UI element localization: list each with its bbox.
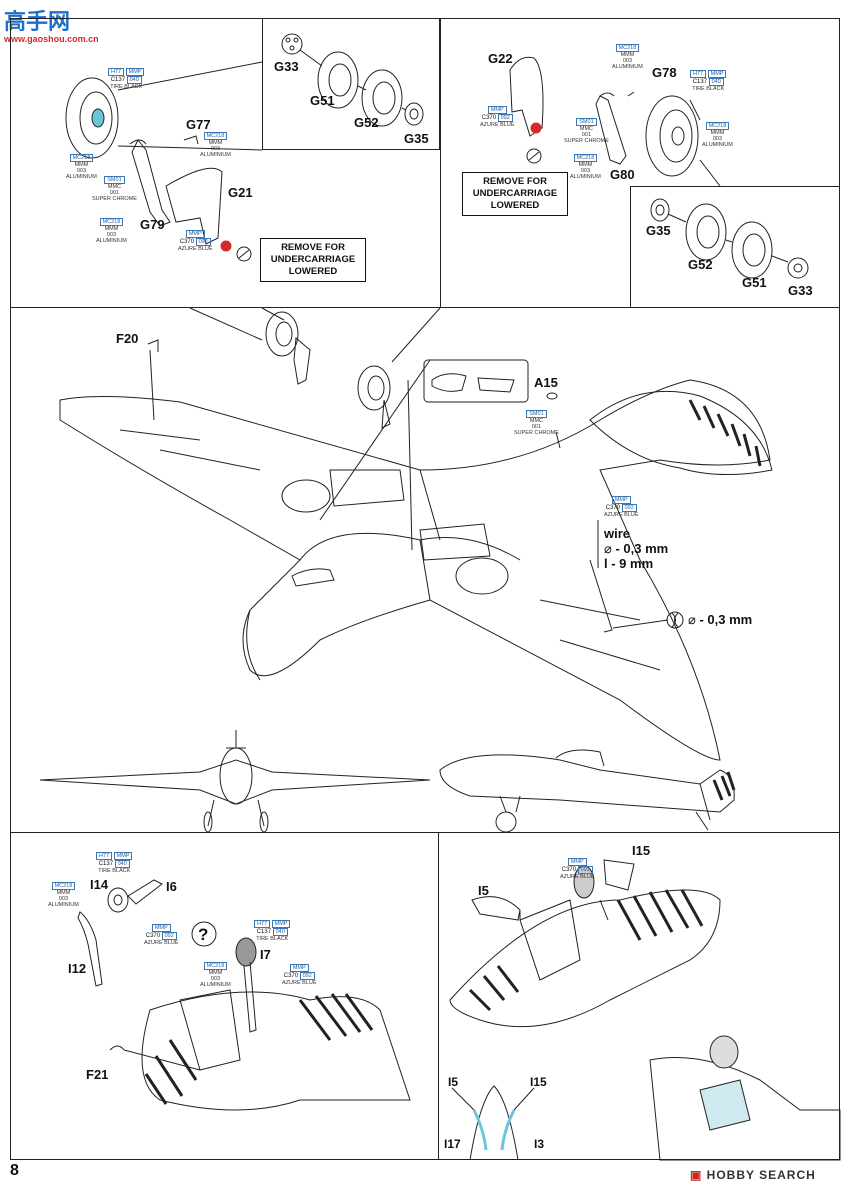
part-label-g22: G22 [488,51,513,66]
paint-tire-black: H77 MMP C137 040 TIRE BLACK [254,920,291,942]
part-label-a15: A15 [534,375,558,390]
wire-spec: wire ⌀ - 0,3 mm l - 9 mm [604,526,669,571]
part-label-i7: I7 [260,947,271,962]
top-left-inset [262,18,440,150]
bottom-panel [10,833,840,1160]
remove-note-left: REMOVE FOR UNDERCARRIAGE LOWERED [260,238,366,282]
part-label-i15: I15 [632,843,651,858]
paint-tire-black: H77 MMP C137 040 TIRE BLACK [108,68,145,90]
part-label-g21: G21 [228,185,253,200]
top-mid-divider [440,18,441,308]
part-label-g51: G51 [310,93,335,108]
part-label-g52: G52 [354,115,379,130]
part-label-g52b: G52 [688,257,713,272]
part-label-i14: I14 [90,877,109,892]
part-label-g77: G77 [186,117,211,132]
part-label-g78: G78 [652,65,677,80]
page-number: 8 [10,1162,19,1179]
question-mark: ? [198,925,209,944]
part-label-f21: F21 [86,1067,109,1082]
part-label-g79: G79 [140,217,165,232]
top-panel [10,18,840,308]
part-label-i12: I12 [68,961,87,976]
watermark-logo: 高手网 www.gaoshou.com.cn [4,10,99,44]
paint-tire-black: H77 MMP C137 040 TIRE BLACK [96,852,133,874]
middle-panel [10,308,840,833]
paint-tire-black: H77 MMP C137 040 TIRE BLACK [690,70,727,92]
part-label-g80: G80 [610,167,635,182]
part-label-i3: I3 [534,1137,545,1151]
part-label-i5: I5 [478,883,489,898]
bottom-divider [438,833,439,1160]
remove-note-right: REMOVE FOR UNDERCARRIAGE LOWERED [462,172,568,216]
part-label-f20: F20 [116,331,139,346]
part-label-g33: G33 [274,59,299,74]
part-label-g35: G35 [404,131,429,146]
part-label-g35b: G35 [646,223,671,238]
hobby-search-watermark: ▣ HOBBY SEARCH [690,1168,816,1182]
part-label-g51b: G51 [742,275,767,290]
top-right-inset [630,186,840,308]
part-label-i15b: I15 [530,1075,547,1089]
part-label-i5b: I5 [448,1075,459,1089]
part-label-i17: I17 [444,1137,461,1151]
drill-spec: ⌀ - 0,3 mm [688,612,753,627]
part-label-i6: I6 [166,879,177,894]
part-label-g33b: G33 [788,283,813,298]
